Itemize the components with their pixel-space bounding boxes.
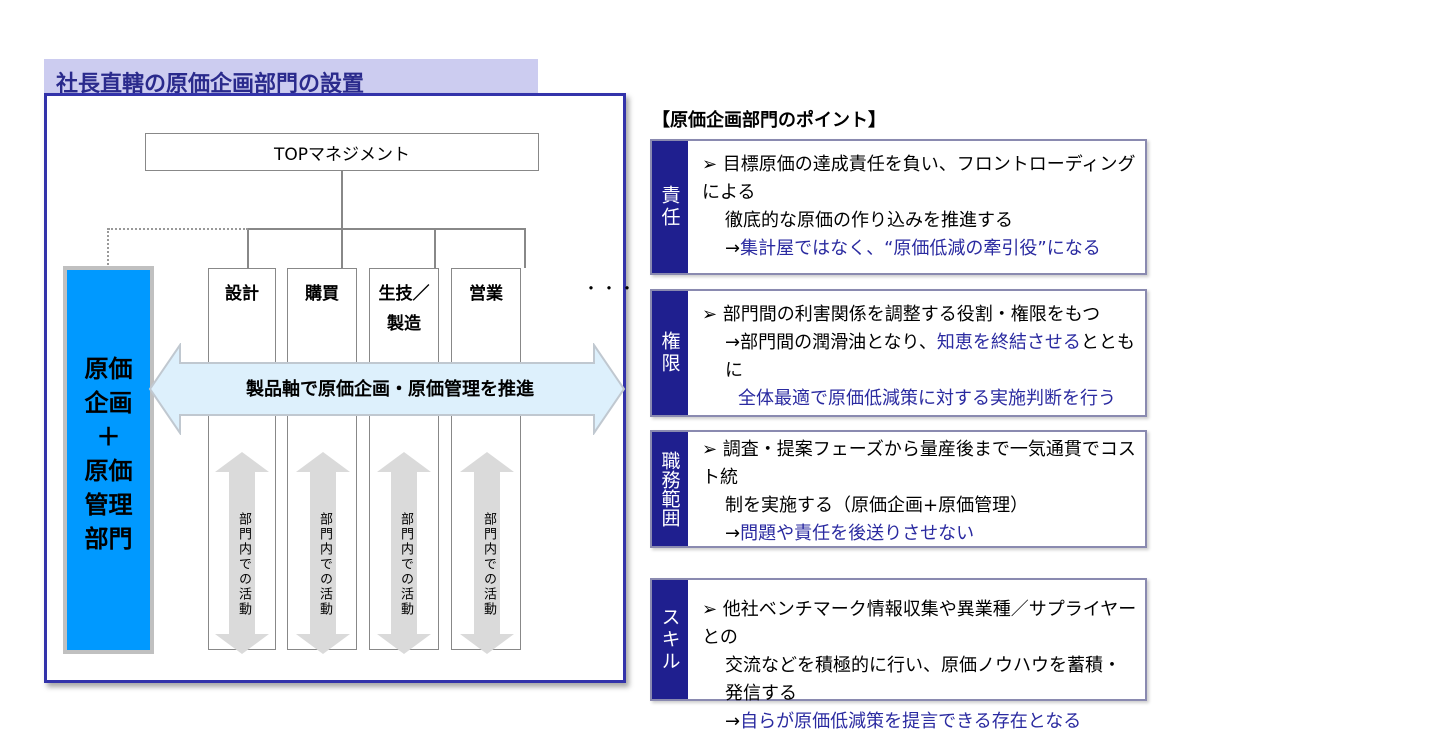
dotted-connector-vertical (107, 228, 109, 268)
activity-label-design: 部門内での活動 (236, 512, 251, 617)
activity-label-production: 部門内での活動 (398, 512, 413, 617)
cost-planning-department: 原価 企画 ＋ 原価 管理 部門 (63, 266, 154, 654)
cost-dept-line: 部門 (84, 525, 133, 553)
cost-dept-line: 管理 (84, 491, 133, 519)
cross-functional-arrow (148, 343, 626, 435)
point-line: ➢ 調査・提案フェーズから量産後まで一気通貫でコスト統 (702, 439, 1136, 488)
vertical-arrow-purchasing (296, 452, 350, 654)
activity-label-sales: 部門内での活動 (481, 512, 496, 617)
activity-label-purchasing: 部門内での活動 (317, 512, 332, 617)
point-emphasis: 集計屋ではなく、“原価低減の牽引役”になる (740, 238, 1101, 259)
cost-dept-line: 原価 (84, 355, 133, 383)
point-line-prefix: →部門間の潤滑油となり、 (725, 332, 937, 353)
vertical-arrow-design (215, 452, 269, 654)
point-label: スキル (652, 580, 688, 699)
vertical-arrow-production (377, 452, 431, 654)
connector-design (247, 228, 249, 268)
department-label: 設計 (225, 284, 259, 304)
arrow-prefix: → (725, 238, 741, 259)
connector-production (434, 228, 436, 268)
cost-dept-line: ＋ (96, 423, 121, 451)
point-label: 権限 (652, 291, 688, 415)
point-card-authority: 権限 ➢ 部門間の利害関係を調整する役割・権限をもつ →部門間の潤滑油となり、知… (650, 289, 1147, 417)
vertical-arrow-sales (460, 452, 514, 654)
connector-trunk (341, 171, 343, 229)
point-emphasis: 全体最適で原価低減策に対する実施判断を行う (738, 388, 1116, 409)
point-label: 責任 (652, 141, 688, 273)
point-card-scope: 職務範囲 ➢ 調査・提案フェーズから量産後まで一気通貫でコスト統 制を実施する（… (650, 430, 1147, 548)
cost-dept-line: 企画 (84, 389, 133, 417)
connector-purchase (341, 228, 343, 268)
point-card-skill: スキル ➢ 他社ベンチマーク情報収集や異業種／サプライヤーとの 交流などを積極的… (650, 578, 1147, 732)
point-line-suffix: とともに (725, 332, 1135, 381)
department-label: 購買 (305, 284, 339, 304)
dotted-connector-horizontal (108, 228, 248, 230)
connector-sales (524, 228, 526, 268)
point-line: 制を実施する（原価企画+原価管理） (725, 495, 1029, 516)
points-heading: 【原価企画部門のポイント】 (652, 110, 886, 131)
cross-functional-arrow-label: 製品軸で原価企画・原価管理を推進 (246, 379, 534, 400)
point-body: ➢ 目標原価の達成責任を負い、フロントローディングによる 徹底的な原価の作り込み… (688, 141, 1145, 273)
arrow-prefix: → (725, 711, 741, 732)
point-line: ➢ 目標原価の達成責任を負い、フロントローディングによる (702, 154, 1136, 203)
department-label: 生技／ (378, 284, 430, 304)
point-body: ➢ 他社ベンチマーク情報収集や異業種／サプライヤーとの 交流などを積極的に行い、… (688, 580, 1145, 732)
point-line: 徹底的な原価の作り込みを推進する (725, 210, 1013, 231)
department-label: 営業 (469, 284, 503, 304)
point-line: ➢ 部門間の利害関係を調整する役割・権限をもつ (702, 304, 1101, 325)
point-line: 交流などを積極的に行い、原価ノウハウを蓄積・発信する (725, 655, 1121, 704)
top-management-box: TOPマネジメント (145, 133, 539, 171)
point-emphasis: 知恵を終結させる (936, 332, 1081, 353)
point-emphasis: 問題や責任を後送りさせない (740, 523, 975, 544)
arrow-prefix: → (725, 523, 741, 544)
connector-horizontal (247, 228, 526, 230)
cost-dept-line: 原価 (84, 457, 133, 485)
point-body: ➢ 調査・提案フェーズから量産後まで一気通貫でコスト統 制を実施する（原価企画+… (688, 432, 1145, 546)
point-line: ➢ 他社ベンチマーク情報収集や異業種／サプライヤーとの (702, 599, 1137, 648)
point-label: 職務範囲 (652, 432, 688, 546)
department-label: 製造 (387, 314, 421, 334)
more-departments-indicator: ・・・ (583, 279, 638, 298)
point-emphasis: 自らが原価低減策を提言できる存在となる (740, 711, 1082, 732)
point-card-responsibility: 責任 ➢ 目標原価の達成責任を負い、フロントローディングによる 徹底的な原価の作… (650, 139, 1147, 275)
point-body: ➢ 部門間の利害関係を調整する役割・権限をもつ →部門間の潤滑油となり、知恵を終… (688, 291, 1145, 415)
